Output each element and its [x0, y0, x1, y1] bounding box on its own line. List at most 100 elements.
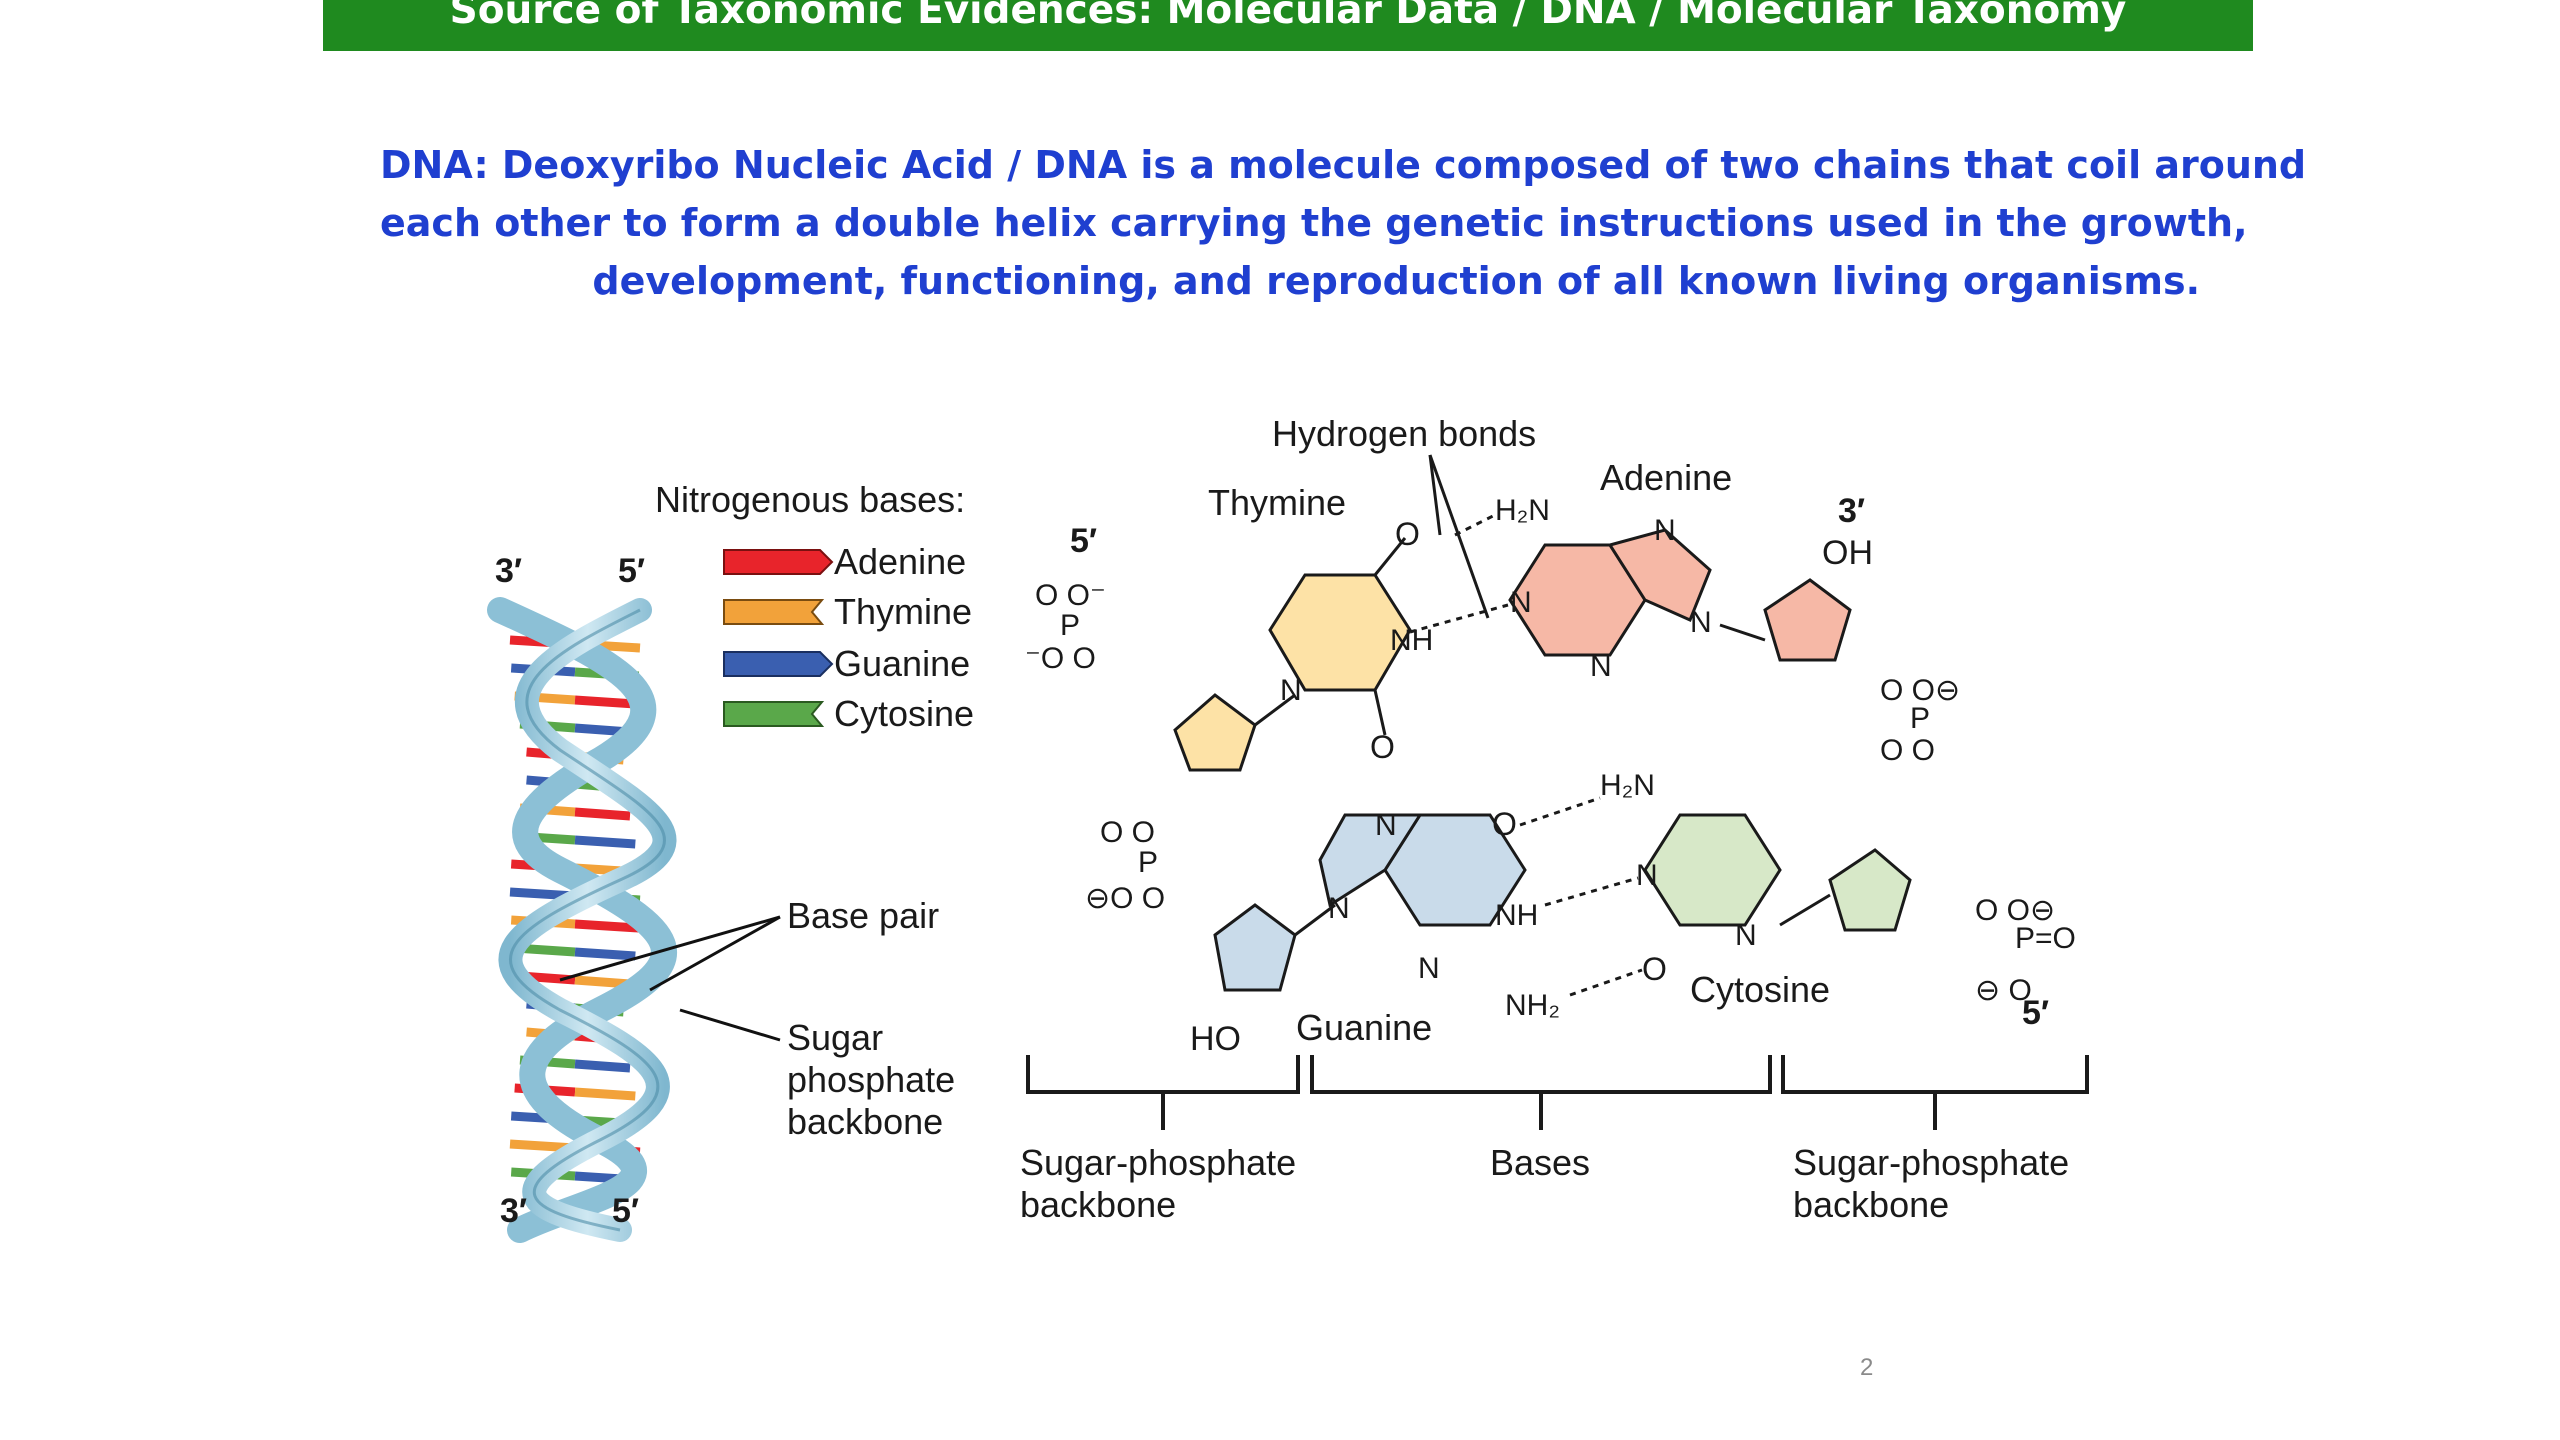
- hbond-gc-2: [1544, 876, 1639, 907]
- cytosine-n3: N: [1636, 859, 1658, 892]
- top-3prime-label: 3′: [1838, 492, 1865, 530]
- hydrogen-bonds-label: Hydrogen bonds: [1272, 413, 1536, 454]
- legend-item-adenine: Adenine: [723, 541, 966, 582]
- base-pair-pointer-2: [649, 915, 781, 992]
- adenine-swatch: [723, 549, 834, 575]
- helix-base-right-12: [574, 975, 631, 989]
- legend-item-cytosine: Cytosine: [723, 693, 974, 734]
- nitrogenous-bases-legend: Nitrogenous bases: Adenine Thymine Guani…: [655, 479, 974, 734]
- bracket-middle-label: Bases: [1490, 1142, 1590, 1183]
- phosphate-right-1: O O⊖: [1880, 674, 1960, 707]
- phosphate-bottom-right-2: P=O: [2015, 922, 2076, 955]
- guanine-n7: N: [1375, 809, 1397, 842]
- intro-line-3: development, functioning, and reproducti…: [592, 259, 2200, 303]
- adenine-n7: N: [1654, 514, 1676, 547]
- helix-top-right-label: 5′: [618, 552, 645, 590]
- helix-backbone-line-3: backbone: [787, 1101, 943, 1142]
- hbond-gc-1: [1519, 796, 1601, 827]
- guanine-n9: N: [1328, 892, 1350, 925]
- thymine-oxygen-top: O: [1395, 516, 1420, 552]
- sugar-thymine: [1173, 693, 1257, 772]
- bracket-right-line-1: Sugar-phosphate: [1793, 1142, 2069, 1183]
- hbond-oh: [1454, 513, 1496, 537]
- hydrogen-bond-lines: [1409, 513, 1643, 997]
- intro-paragraph: DNA: Deoxyribo Nucleic Acid / DNA is a m…: [380, 136, 2306, 310]
- phosphate-mid-left-3: ⊖O O: [1085, 882, 1165, 915]
- cytosine-ring: [1643, 813, 1782, 927]
- guanine-nh: NH: [1495, 899, 1538, 932]
- slide-title-bar: Source of Taxonomic Evidences: Molecular…: [323, 0, 2253, 51]
- bracket-right: [1781, 1055, 2089, 1130]
- helix-base-right-10: [574, 919, 640, 933]
- adenine-amine: H₂N: [1495, 494, 1550, 527]
- sugar-cytosine: [1828, 848, 1912, 932]
- guanine-five-ring: [1318, 813, 1423, 908]
- helix-base-right-6: [574, 807, 631, 821]
- hbond-tn: [1409, 603, 1509, 634]
- cytosine-swatch: [723, 701, 825, 727]
- helix-bottom-left-label: 3′: [500, 1192, 527, 1230]
- thymine-label: Thymine: [1208, 482, 1346, 523]
- phosphate-bottom-right-1: O O⊖: [1975, 894, 2055, 927]
- phosphate-right-2: P: [1910, 702, 1930, 735]
- phosphate-bottom-right-3: ⊖ O: [1975, 974, 2032, 1007]
- page-number: 2: [1860, 1354, 1874, 1381]
- ho-label: HO: [1190, 1020, 1241, 1058]
- adenine-n1: N: [1510, 586, 1532, 619]
- sugar-guanine: [1213, 903, 1297, 992]
- helix-base-right-15: [574, 1059, 631, 1073]
- bracket-left-line-1: Sugar-phosphate: [1020, 1142, 1296, 1183]
- hbond-pointer-1: [1428, 454, 1442, 536]
- legend-thymine-label: Thymine: [834, 591, 972, 632]
- guanine-amine: NH₂: [1505, 989, 1560, 1022]
- legend-item-thymine: Thymine: [723, 591, 972, 632]
- bracket-right-line-2: backbone: [1793, 1184, 1949, 1225]
- base-pair-pointer-1: [559, 915, 781, 982]
- legend-title: Nitrogenous bases:: [655, 479, 965, 520]
- legend-adenine-label: Adenine: [834, 541, 966, 582]
- top-5prime-label: 5′: [1070, 522, 1097, 560]
- cytosine-n1: N: [1735, 919, 1757, 952]
- base-pair-label: Base pair: [787, 895, 939, 936]
- helix-strand-back: [487, 597, 677, 1243]
- helix-strand-outline: [509, 608, 666, 1232]
- guanine-n3: N: [1418, 952, 1440, 985]
- phosphate-right-3: O O: [1880, 734, 1935, 767]
- cytosine-amine: H₂N: [1600, 769, 1655, 802]
- oh-label: OH: [1822, 534, 1873, 572]
- helix-backbone-line-2: phosphate: [787, 1059, 955, 1100]
- thymine-ring: [1268, 573, 1412, 692]
- phosphate-top-left-3: ⁻O O: [1025, 642, 1096, 675]
- thymine-n1: N: [1280, 674, 1302, 707]
- backbone-pointer: [679, 1008, 781, 1042]
- legend-guanine-label: Guanine: [834, 643, 970, 684]
- bottom-5prime-label: 5′: [2022, 994, 2049, 1032]
- helix-top-left-label: 3′: [495, 552, 522, 590]
- adenine-five-ring: [1607, 528, 1712, 623]
- bond-sugar-cytosine: [1779, 893, 1831, 927]
- thymine-carbonyl-top: [1373, 537, 1407, 576]
- guanine-oxygen: O: [1492, 806, 1517, 842]
- helix-bottom-right-label: 5′: [612, 1192, 639, 1230]
- thymine-oxygen-bottom: O: [1370, 729, 1395, 765]
- bracket-left-line-2: backbone: [1020, 1184, 1176, 1225]
- phosphate-mid-left-2: P: [1138, 846, 1158, 879]
- bond-sugar-adenine: [1719, 623, 1766, 642]
- helix-base-right-16: [574, 1087, 636, 1101]
- bond-sugar-thymine: [1254, 693, 1296, 727]
- slide-title: Source of Taxonomic Evidences: Molecular…: [449, 0, 2127, 33]
- thymine-nh: NH: [1390, 624, 1433, 657]
- helix-base-right-2: [574, 695, 636, 709]
- cytosine-oxygen: O: [1642, 951, 1667, 987]
- adenine-n3: N: [1590, 650, 1612, 683]
- phosphate-top-left-2: P: [1060, 609, 1080, 642]
- helix-backbone-line-1: Sugar: [787, 1017, 883, 1058]
- intro-line-2: each other to form a double helix carryi…: [380, 201, 2248, 245]
- helix-base-right-7: [574, 835, 636, 849]
- double-helix: 3′ 5′ 3′ 5′ Base pair Sugar phosphate ba…: [487, 552, 955, 1243]
- adenine-label: Adenine: [1600, 457, 1732, 498]
- phosphate-top-left-1: O O⁻: [1035, 579, 1106, 612]
- thymine-carbonyl-bottom: [1373, 689, 1387, 736]
- thymine-swatch: [723, 599, 825, 625]
